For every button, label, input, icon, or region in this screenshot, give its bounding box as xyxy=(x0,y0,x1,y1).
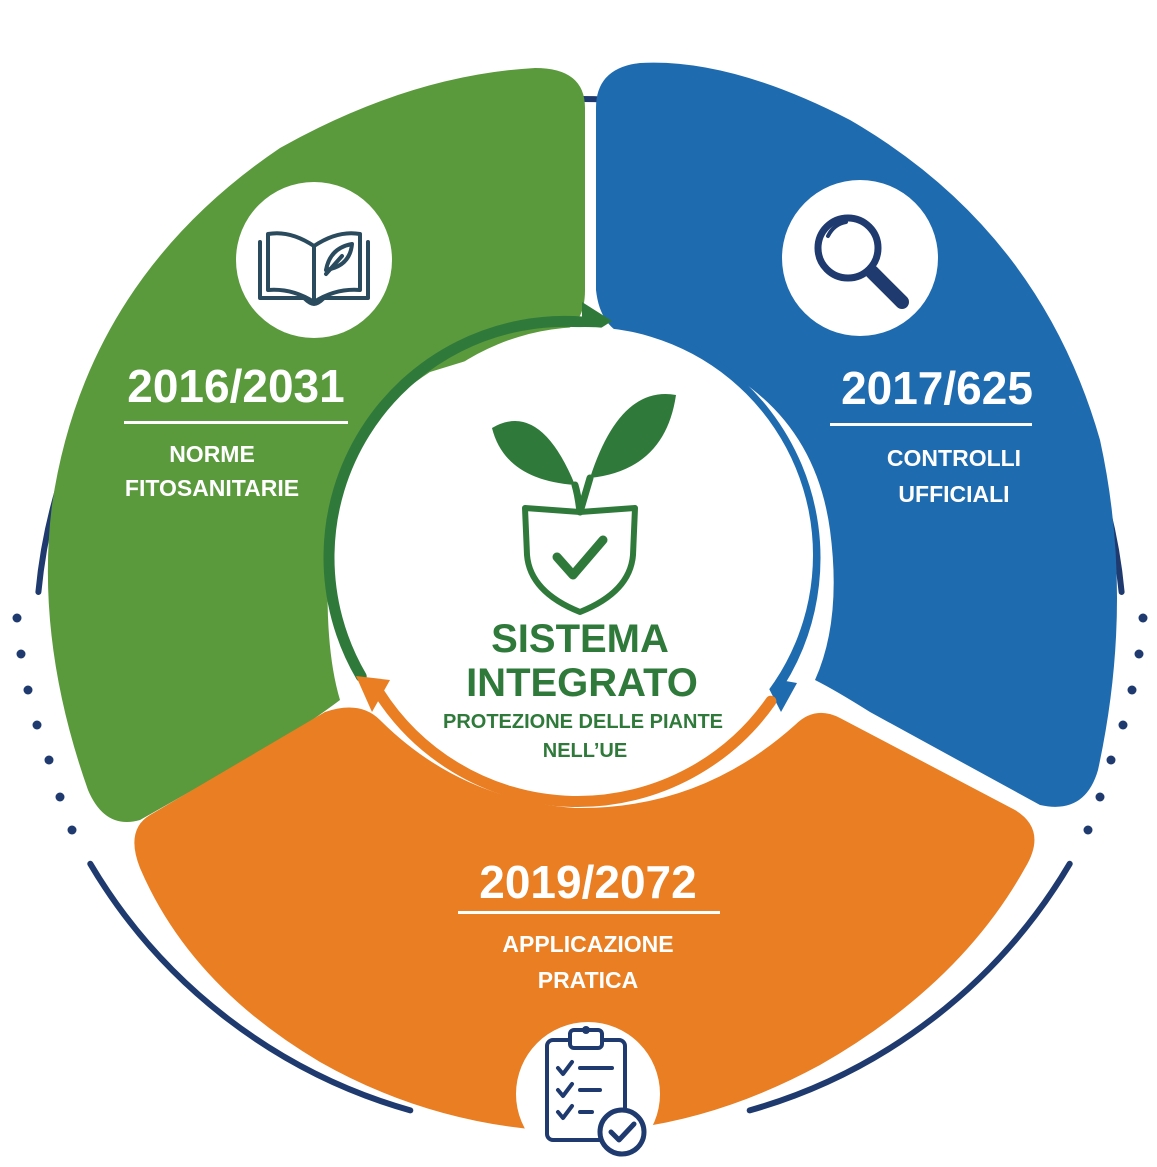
segment-blue-content: 2017/625 CONTROLLI UFFICIALI xyxy=(782,180,1033,507)
segment-blue-controlli xyxy=(596,62,1118,807)
segment-green-content: 2016/2031 NORME FITOSANITARIE xyxy=(124,182,392,501)
ring-dot xyxy=(44,755,54,765)
green-cycle-arrow xyxy=(323,315,589,682)
leaf-right xyxy=(590,394,676,478)
orange-cycle-arrow xyxy=(373,686,777,808)
ring-dot xyxy=(1138,613,1148,623)
ring-dot xyxy=(55,792,65,802)
ring-dot xyxy=(16,649,26,659)
ring-dot xyxy=(1095,792,1105,802)
segment-orange-label-line-1: APPLICAZIONE xyxy=(502,931,673,957)
orange-arrowhead xyxy=(356,676,390,712)
segment-orange-applicazione xyxy=(134,707,1035,1132)
blue-cycle-arrow xyxy=(623,321,821,690)
ring-dot xyxy=(32,720,42,730)
leaf-left xyxy=(492,421,575,485)
segment-green-divider xyxy=(124,421,348,424)
checkmark xyxy=(552,535,608,580)
center-text: SISTEMA INTEGRATO PROTEZIONE DELLE PIANT… xyxy=(443,617,723,762)
shield-outline xyxy=(522,505,638,615)
ring-dot xyxy=(23,685,33,695)
segment-blue-divider xyxy=(830,423,1032,426)
segment-orange-divider xyxy=(458,911,720,914)
segment-orange-label-line-2: PRATICA xyxy=(538,967,639,993)
book-leaf-icon xyxy=(258,231,370,306)
ring-dot xyxy=(1106,755,1116,765)
ring-dot xyxy=(12,613,22,623)
segment-blue-code: 2017/625 xyxy=(841,362,1033,414)
segment-orange-code: 2019/2072 xyxy=(479,856,696,908)
outer-ring-bottom-left-arc xyxy=(87,860,414,1114)
plant-shield-icon xyxy=(492,394,676,615)
segment-blue-label-line-1: CONTROLLI xyxy=(887,445,1021,471)
center-subtitle-line-1: PROTEZIONE DELLE PIANTE xyxy=(443,711,723,733)
outer-ring-bottom-right-arc xyxy=(746,860,1073,1114)
segment-green-norme xyxy=(47,68,585,822)
cycle-arrows xyxy=(323,302,821,808)
ring-dot xyxy=(1118,720,1128,730)
segment-green-label-line-1: NORME xyxy=(169,441,255,467)
outer-ring-dots xyxy=(12,613,1148,835)
magnifier-icon-badge xyxy=(782,180,938,336)
center-title-line-2: INTEGRATO xyxy=(466,661,698,705)
segment-orange-content: 2019/2072 APPLICAZIONE PRATICA xyxy=(458,856,720,1166)
magnifier-icon xyxy=(814,214,909,309)
center-title-line-1: SISTEMA xyxy=(491,617,669,661)
ring-dot xyxy=(1127,685,1137,695)
ring-dot xyxy=(1083,825,1093,835)
segment-green-label-line-2: FITOSANITARIE xyxy=(125,475,299,501)
center-subtitle-line-2: NELL’UE xyxy=(543,740,627,762)
ring-dot xyxy=(67,825,77,835)
ring-dot xyxy=(1134,649,1144,659)
clipboard-check-icon xyxy=(545,1026,647,1157)
segment-blue-label-line-2: UFFICIALI xyxy=(898,481,1009,507)
segment-green-code: 2016/2031 xyxy=(127,360,344,412)
